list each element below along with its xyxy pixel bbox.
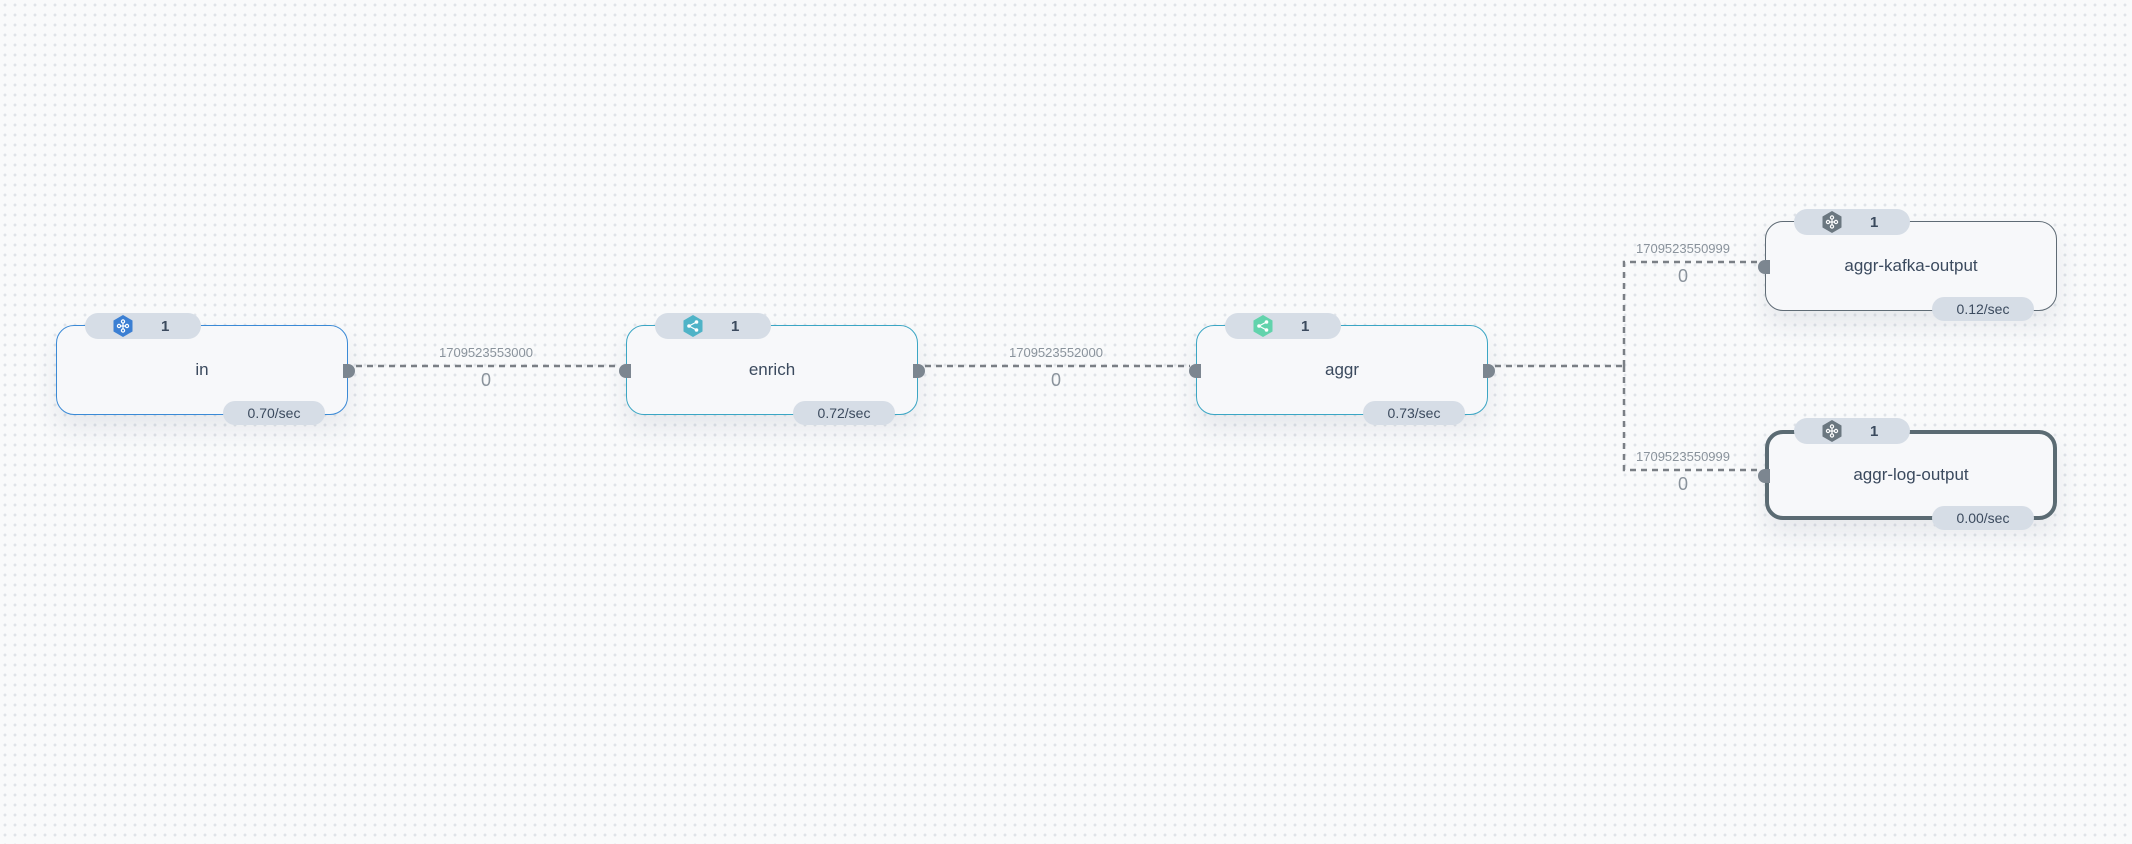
vertex-aggr-kafka-output[interactable]: 1 aggr-kafka-output 0.12/sec bbox=[1758, 209, 2057, 321]
edge-pending-in-enrich: 0 bbox=[480, 370, 491, 390]
vertex-pods-badge: 1 bbox=[85, 313, 201, 339]
output-port[interactable] bbox=[913, 364, 925, 378]
vertex-title: in bbox=[195, 360, 209, 379]
edge-watermark-in-enrich: 1709523553000 bbox=[439, 345, 533, 360]
vertex-pod-count: 1 bbox=[731, 318, 740, 335]
vertex-pod-count: 1 bbox=[1870, 214, 1879, 231]
input-port[interactable] bbox=[1758, 260, 1770, 274]
input-port[interactable] bbox=[1189, 364, 1201, 378]
edge-aggr-log bbox=[1622, 366, 1759, 472]
vertex-rate: 0.72/sec bbox=[793, 401, 895, 425]
input-port[interactable] bbox=[619, 364, 631, 378]
output-port[interactable] bbox=[1483, 364, 1495, 378]
edge-aggr-kafka bbox=[1622, 260, 1759, 366]
vertex-pods-badge: 1 bbox=[1794, 418, 1910, 444]
input-port[interactable] bbox=[1758, 469, 1770, 483]
vertex-pod-count: 1 bbox=[1301, 318, 1310, 335]
vertex-enrich[interactable]: 1 enrich 0.72/sec bbox=[619, 313, 925, 425]
vertex-pods-badge: 1 bbox=[1225, 313, 1341, 339]
vertex-title: aggr-kafka-output bbox=[1844, 256, 1978, 275]
vertex-pod-count: 1 bbox=[161, 318, 170, 335]
share-hex-icon bbox=[1253, 315, 1273, 337]
edge-watermark-aggr-kafka: 1709523550999 bbox=[1636, 241, 1730, 256]
vertex-in[interactable]: 1 in 0.70/sec bbox=[56, 313, 355, 425]
vertex-pods-badge: 1 bbox=[655, 313, 771, 339]
vertex-rate: 0.12/sec bbox=[1932, 297, 2034, 321]
edge-pending-enrich-aggr: 0 bbox=[1050, 370, 1061, 390]
kafka-hex-icon bbox=[113, 315, 133, 337]
edge-watermark-enrich-aggr: 1709523552000 bbox=[1009, 345, 1103, 360]
output-port[interactable] bbox=[343, 364, 355, 378]
vertex-rate: 0.00/sec bbox=[1932, 506, 2034, 530]
edge-pending-aggr-kafka: 0 bbox=[1677, 266, 1688, 286]
vertex-aggr[interactable]: 1 aggr 0.73/sec bbox=[1189, 313, 1495, 425]
vertex-title: aggr bbox=[1324, 360, 1360, 379]
vertex-rate: 0.73/sec bbox=[1363, 401, 1465, 425]
share-hex-icon bbox=[683, 315, 703, 337]
vertex-pods-badge: 1 bbox=[1794, 209, 1910, 235]
vertex-title: enrich bbox=[748, 360, 796, 379]
vertex-title: aggr-log-output bbox=[1853, 465, 1969, 484]
kafka-hex-icon bbox=[1822, 211, 1842, 233]
edge-watermark-aggr-log: 1709523550999 bbox=[1636, 449, 1730, 464]
edge-pending-aggr-log: 0 bbox=[1677, 474, 1688, 494]
vertex-pod-count: 1 bbox=[1870, 423, 1879, 440]
vertex-rate: 0.70/sec bbox=[223, 401, 325, 425]
kafka-hex-icon bbox=[1822, 420, 1842, 442]
vertex-aggr-log-output[interactable]: 1 aggr-log-output 0.00/sec bbox=[1758, 418, 2057, 530]
